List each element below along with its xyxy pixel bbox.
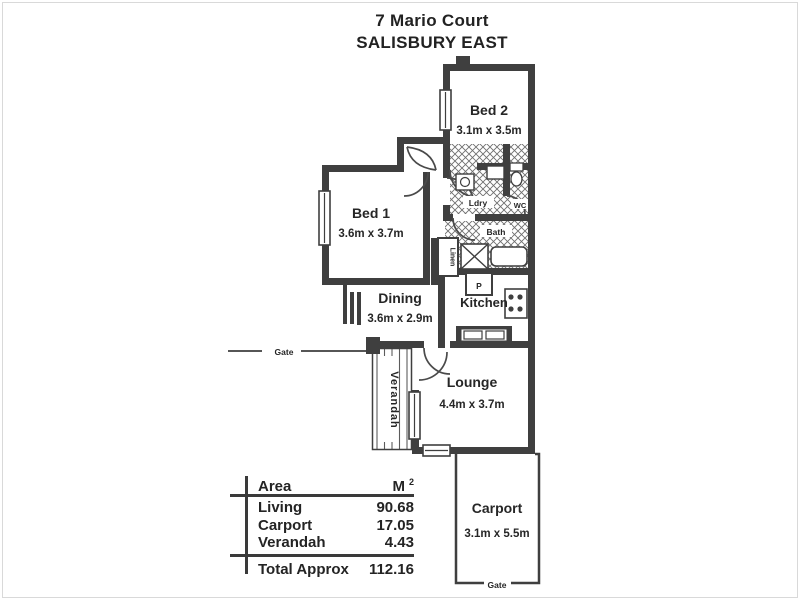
laundry-label: Ldry: [469, 198, 488, 208]
lounge-bottom-window: [422, 444, 451, 457]
laundry-trough-fixture: [486, 165, 505, 180]
carport-dims: 3.1m x 5.5m: [464, 528, 529, 540]
entry-door-arc-b: [406, 146, 437, 171]
pantry-label: P: [476, 281, 482, 291]
table-divider-top: [230, 494, 414, 497]
lounge-dims: 4.4m x 3.7m: [439, 399, 504, 411]
title-suburb: SALISBURY EAST: [356, 33, 508, 52]
sliding-door: [343, 280, 361, 325]
gate-left-label: Gate: [275, 347, 294, 357]
bed2-label: Bed 2: [470, 102, 508, 118]
entry-door-arc-a: [406, 146, 437, 171]
carport-outline: [454, 452, 541, 585]
lounge-west-window: [408, 391, 421, 440]
bed1-window: [318, 190, 331, 246]
verandah-lounge-door-arc: [418, 351, 448, 381]
lounge-label: Lounge: [447, 374, 498, 390]
bed1-dims: 3.6m x 3.7m: [338, 228, 403, 240]
windows: [318, 89, 452, 457]
room-labels: Bed 2 3.1m x 3.5m Bed 1 3.6m x 3.7m Dini…: [275, 102, 530, 590]
gate-bottom-label: Gate: [488, 580, 507, 590]
toilet-fixture: [509, 162, 524, 187]
plan-title: 7 Mario Court SALISBURY EAST: [296, 10, 568, 54]
shower-fixture: [460, 243, 489, 270]
table-row-total: Total Approx 112.16: [258, 560, 414, 578]
dining-lounge-door-arc: [423, 347, 451, 375]
verandah-label: Verandah: [388, 371, 400, 429]
table-row-living: Living 90.68: [258, 499, 414, 516]
linen-label: Linen: [449, 248, 456, 267]
bathtub-fixture: [490, 246, 528, 267]
pantry-cupboard: [465, 272, 493, 296]
bath-label: Bath: [487, 227, 506, 237]
linen-cupboard: [437, 237, 459, 277]
dining-label: Dining: [378, 290, 422, 306]
label-chips: [268, 196, 528, 589]
door-arcs: [403, 146, 526, 381]
title-street: 7 Mario Court: [375, 11, 489, 30]
bed1-label: Bed 1: [352, 205, 390, 221]
col-area-header: Area: [258, 478, 292, 495]
dining-dims: 3.6m x 2.9m: [367, 313, 432, 325]
carport-label: Carport: [472, 500, 523, 516]
bed2-window: [439, 89, 452, 131]
table-row-verandah: Verandah 4.43: [258, 534, 414, 551]
bed2-dims: 3.1m x 3.5m: [456, 125, 521, 137]
fixtures: [437, 162, 528, 344]
table-left-rule: [245, 476, 248, 574]
bath-door-arc: [452, 217, 476, 241]
verandah-area: [371, 347, 413, 451]
bed1-door-arc: [403, 171, 429, 197]
wc-label: WC: [514, 201, 527, 210]
cooktop-fixture: [504, 288, 528, 319]
table-row-carport: Carport 17.05: [258, 516, 414, 534]
kitchen-label: Kitchen: [460, 295, 508, 310]
table-divider-bottom: [230, 553, 414, 557]
sink-fixture: [456, 326, 512, 344]
washer-fixture: [455, 173, 475, 191]
